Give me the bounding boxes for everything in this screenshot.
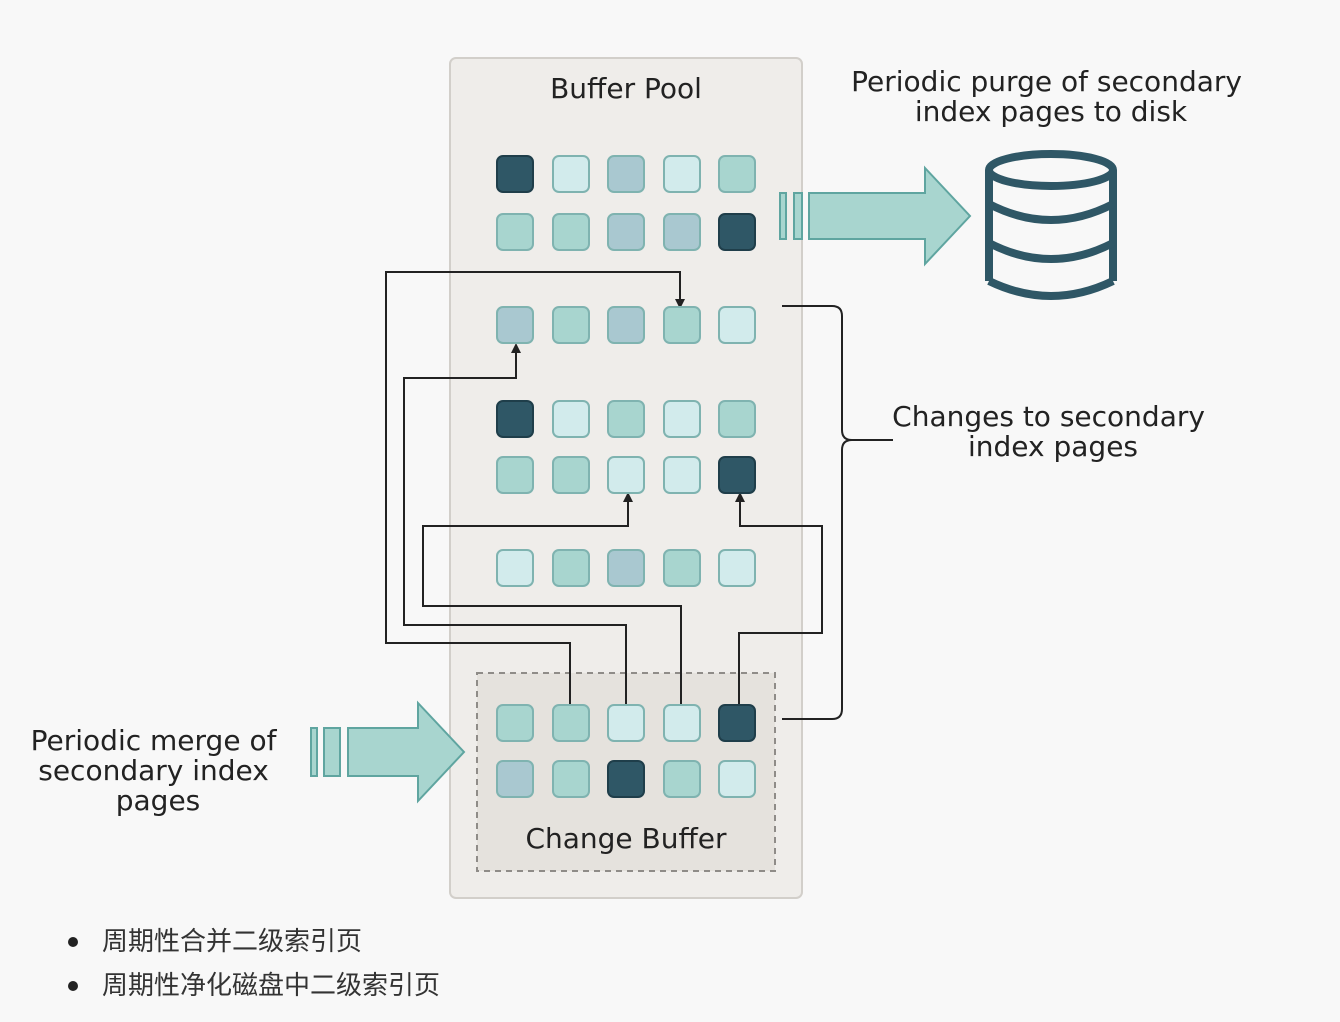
connector-line [403,343,627,704]
index-page-tile [552,456,590,494]
index-page-tile [552,213,590,251]
merge-label-line: Periodic merge of [31,724,278,757]
index-page-tile [496,549,534,587]
index-page-tile [607,456,645,494]
index-page-tile [552,760,590,798]
connector-line [385,271,685,704]
buffer-pool-page-grid [496,155,756,587]
index-page-tile [718,704,756,742]
merge-label-line: secondary index [38,754,269,787]
index-page-tile [552,704,590,742]
index-page-tile [607,704,645,742]
changes-label: Changes to secondary index pages [892,400,1214,463]
index-page-tile [607,155,645,193]
index-page-tile [718,456,756,494]
index-page-tile [552,549,590,587]
index-page-tile [607,213,645,251]
index-page-tile [663,456,701,494]
change-buffer-page-grid [496,704,756,798]
index-page-tile [663,549,701,587]
index-page-tile [718,400,756,438]
connector-line [735,492,823,704]
legend-item: 周期性净化磁盘中二级索引页 [60,964,440,1008]
legend-item: 周期性合并二级索引页 [60,920,440,964]
bullet-icon [68,937,78,947]
index-page-tile [496,155,534,193]
index-page-tile [496,213,534,251]
index-page-tile [552,400,590,438]
index-page-tile [496,456,534,494]
database-icon [985,150,1117,300]
change-buffer-title: Change Buffer [525,822,727,855]
legend-item-text: 周期性净化磁盘中二级索引页 [102,971,441,1001]
purge-arrow [779,165,972,267]
index-page-tile [663,306,701,344]
index-page-tile [663,760,701,798]
index-page-tile [496,400,534,438]
bullet-icon [68,981,78,991]
legend-list: 周期性合并二级索引页 周期性净化磁盘中二级索引页 [60,920,440,1008]
merge-arrow [310,700,466,804]
index-page-tile [718,213,756,251]
purge-label-line: Periodic purge of secondary [851,65,1242,98]
legend-item-text: 周期性合并二级索引页 [102,927,363,957]
index-page-tile [718,306,756,344]
index-page-tile [607,400,645,438]
index-page-tile [663,155,701,193]
index-page-tile [552,155,590,193]
purge-label-line: index pages to disk [915,95,1188,128]
index-page-tile [663,400,701,438]
index-page-tile [718,760,756,798]
index-page-tile [663,213,701,251]
index-page-tile [663,704,701,742]
index-page-tile [718,155,756,193]
index-page-tile [718,549,756,587]
merge-label: Periodic merge of secondary index pages [31,724,286,817]
index-page-tile [496,760,534,798]
index-page-tile [552,306,590,344]
changes-label-line: Changes to secondary [892,400,1205,433]
buffer-pool-title: Buffer Pool [550,72,702,105]
merge-connectors [385,271,823,704]
index-page-tile [496,704,534,742]
index-page-tile [496,306,534,344]
change-buffer-diagram: Buffer Pool Change Buffer Periodic purge… [31,57,1251,899]
index-page-tile [607,760,645,798]
changes-bracket [782,305,893,720]
connector-line [422,492,682,704]
changes-label-line: index pages [968,430,1138,463]
merge-label-line: pages [116,784,201,817]
index-page-tile [607,306,645,344]
purge-label: Periodic purge of secondary index pages … [851,65,1251,128]
index-page-tile [607,549,645,587]
